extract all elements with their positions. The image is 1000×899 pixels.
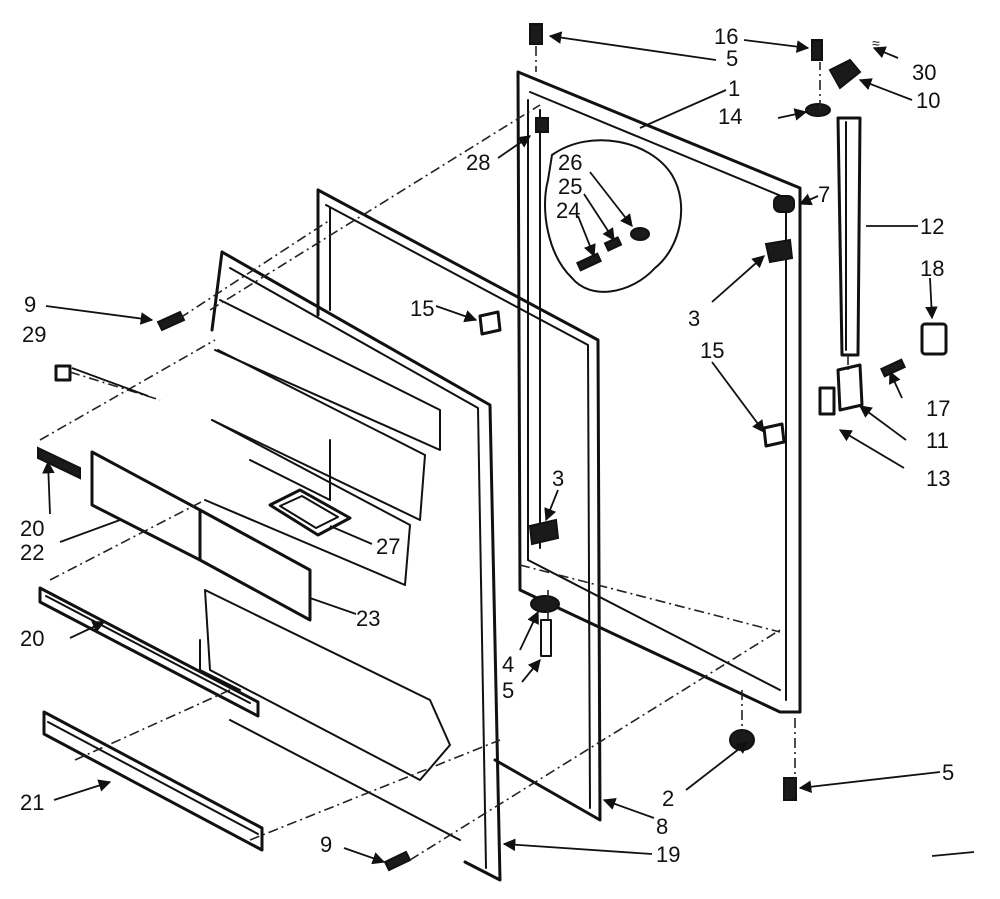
trim-21 xyxy=(42,710,264,852)
callout-2: 2 xyxy=(662,786,674,811)
callout-10: 10 xyxy=(916,88,940,113)
callout-22: 22 xyxy=(20,540,44,565)
callout-18: 18 xyxy=(920,256,944,281)
callout-9-upper: 9 xyxy=(24,292,36,317)
hinge-top-10 xyxy=(828,58,862,90)
callout-7: 7 xyxy=(818,182,830,207)
callout-17: 17 xyxy=(926,396,950,421)
callout-30: 30 xyxy=(912,60,936,85)
hinge-bar-12 xyxy=(836,116,862,357)
callout-29: 29 xyxy=(22,322,46,347)
callout-19: 19 xyxy=(656,842,680,867)
screw-5-top-shape xyxy=(529,23,543,45)
screw-9-upper-shape xyxy=(156,310,186,332)
stop-15-lower-shape xyxy=(762,422,786,448)
callout-20-lower: 20 xyxy=(20,626,44,651)
callout-3-upper: 3 xyxy=(688,306,700,331)
callout-5-top: 5 xyxy=(726,46,738,71)
plug-18-shape xyxy=(920,322,948,356)
screw-16-shape xyxy=(811,39,823,61)
callout-15-upper: 15 xyxy=(410,296,434,321)
callout-14: 14 xyxy=(718,104,742,129)
screw-9-lower-shape xyxy=(383,850,412,872)
callout-9-lower: 9 xyxy=(320,832,332,857)
door-gasket-frame xyxy=(316,188,602,822)
screw-5-mid-shape xyxy=(540,619,552,657)
hinge-3-upper-shape xyxy=(764,238,794,264)
callout-labels: 5 16 30 10 1 14 28 26 25 24 7 12 18 3 15… xyxy=(20,24,954,867)
stop-15-upper-shape xyxy=(478,310,502,336)
screw-24-shape xyxy=(576,252,602,272)
outer-door-panel xyxy=(516,70,802,714)
callout-25: 25 xyxy=(558,174,582,199)
shelf-front-22 xyxy=(90,450,202,562)
callout-1: 1 xyxy=(728,76,740,101)
screw-30-shape: ≈ xyxy=(872,35,880,51)
bushing-14-shape xyxy=(805,103,831,117)
hinge-bottom-11 xyxy=(818,363,864,416)
shim-13-shape xyxy=(818,386,836,416)
callout-20-upper: 20 xyxy=(20,516,44,541)
callout-12: 12 xyxy=(920,214,944,239)
hinge-pin-7-shape xyxy=(773,195,795,213)
callout-16: 16 xyxy=(714,24,738,49)
cam-4-shape xyxy=(530,595,560,613)
callout-26: 26 xyxy=(558,150,582,175)
screw-5-bottom-shape xyxy=(783,777,797,801)
callout-5-mid: 5 xyxy=(502,678,514,703)
callout-28: 28 xyxy=(466,150,490,175)
screw-28-shape xyxy=(535,117,549,133)
trim-20-upper xyxy=(37,446,81,480)
nut-26-shape xyxy=(630,227,650,241)
callout-23: 23 xyxy=(356,606,380,631)
hinge-3-lower-shape xyxy=(528,518,560,546)
callout-27: 27 xyxy=(376,534,400,559)
inner-door-liner xyxy=(199,250,502,882)
shelf-23 xyxy=(198,508,312,622)
callout-21: 21 xyxy=(20,790,44,815)
callout-24: 24 xyxy=(556,198,580,223)
callout-4: 4 xyxy=(502,652,514,677)
screw-17-shape xyxy=(880,358,906,378)
leader-lines xyxy=(42,31,975,865)
callout-8: 8 xyxy=(656,814,668,839)
callout-3-lower: 3 xyxy=(552,466,564,491)
callout-11: 11 xyxy=(926,428,949,453)
callout-15-lower: 15 xyxy=(700,338,724,363)
callout-13: 13 xyxy=(926,466,950,491)
clip-29-shape xyxy=(54,364,72,382)
alignment-lines xyxy=(39,46,849,861)
trim-20-lower xyxy=(38,586,260,718)
callout-5-bottom: 5 xyxy=(942,760,954,785)
